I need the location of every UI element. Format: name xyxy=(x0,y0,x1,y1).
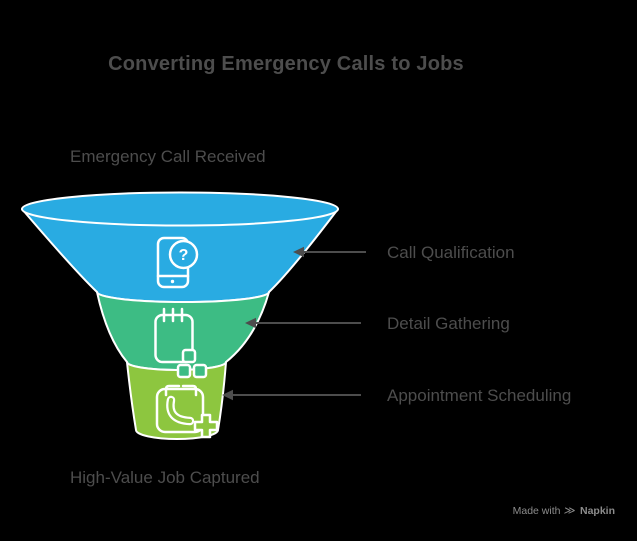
notepad-checklist-icon xyxy=(154,307,208,379)
detail-square xyxy=(192,363,208,379)
plus-badge xyxy=(193,413,219,439)
connector-arrow-appointment-scheduling xyxy=(222,389,361,401)
calendar-phone-icon xyxy=(155,384,219,439)
arrowhead-left-icon xyxy=(222,389,233,401)
connector-arrow-detail-gathering xyxy=(245,317,361,329)
detail-square xyxy=(176,363,192,379)
watermark: Made with ≫ Napkin xyxy=(512,504,615,518)
connector-arrow-call-qualification xyxy=(293,246,366,258)
diagram-title: Converting Emergency Calls to Jobs xyxy=(108,53,464,75)
stage-label-appointment-scheduling: Appointment Scheduling xyxy=(387,386,572,405)
arrowhead-left-icon xyxy=(245,317,256,329)
funnel-entry-label: Emergency Call Received xyxy=(70,147,266,166)
stage-label-call-qualification: Call Qualification xyxy=(387,243,515,262)
napkin-logo-icon: ≫ xyxy=(563,505,577,517)
watermark-brand: Napkin xyxy=(579,504,615,517)
stage-label-detail-gathering: Detail Gathering xyxy=(387,314,510,333)
question-badge xyxy=(168,239,199,270)
phone-home-dot xyxy=(170,279,175,284)
calendar-tab-right xyxy=(181,384,198,397)
handset-core xyxy=(168,398,192,423)
question-mark: ? xyxy=(179,247,189,264)
arrowhead-left-icon xyxy=(293,246,304,258)
phone-question-icon: ? xyxy=(156,236,199,289)
calendar-tab-left xyxy=(164,384,181,397)
watermark-prefix: Made with xyxy=(512,504,561,517)
funnel-top-rim xyxy=(21,191,339,227)
calendar-body xyxy=(155,387,205,434)
detail-square xyxy=(181,348,197,364)
funnel-exit-label: High-Value Job Captured xyxy=(70,468,260,487)
